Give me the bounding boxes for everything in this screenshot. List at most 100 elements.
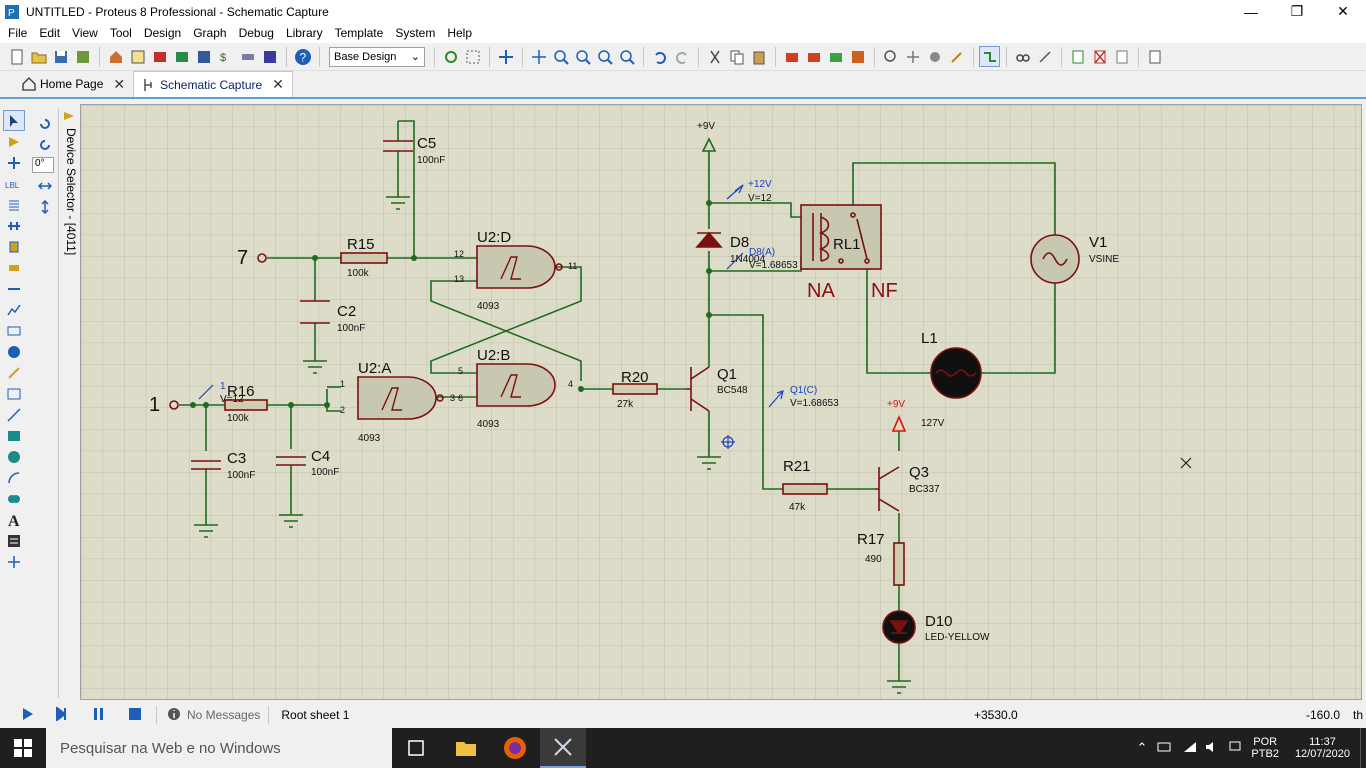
decompose-icon[interactable] xyxy=(946,46,967,67)
block-delete-icon[interactable] xyxy=(847,46,868,67)
tape-recorder-icon[interactable] xyxy=(3,320,25,341)
generator-icon[interactable] xyxy=(3,341,25,362)
menu-debug[interactable]: Debug xyxy=(238,26,274,40)
block-rotate-icon[interactable] xyxy=(825,46,846,67)
pcb-icon[interactable] xyxy=(149,46,170,67)
show-desktop-button[interactable] xyxy=(1360,728,1366,768)
close-button[interactable]: ✕ xyxy=(1337,3,1349,19)
subcircuit-icon[interactable] xyxy=(3,236,25,257)
wire-label-icon[interactable]: LBL xyxy=(3,173,25,194)
zoom-area-icon[interactable] xyxy=(616,46,637,67)
menu-file[interactable]: File xyxy=(8,26,28,40)
new-sheet-icon[interactable] xyxy=(1067,46,1088,67)
arc-tool-icon[interactable] xyxy=(3,467,25,488)
text-tool-icon[interactable]: A xyxy=(3,509,25,530)
remove-sheet-icon[interactable] xyxy=(1089,46,1110,67)
taskbar-search-box[interactable]: Pesquisar na Web e no Windows xyxy=(46,728,392,768)
origin-icon[interactable] xyxy=(495,46,516,67)
buses-icon[interactable] xyxy=(3,215,25,236)
voltage-probe-icon[interactable] xyxy=(3,362,25,383)
design-variant-select[interactable]: Base Design⌄ xyxy=(329,46,425,67)
close-icon[interactable]: ✕ xyxy=(272,76,284,92)
file-explorer-icon[interactable] xyxy=(455,738,477,761)
netlist-icon[interactable] xyxy=(1144,46,1165,67)
menu-tool[interactable]: Tool xyxy=(109,26,132,40)
menu-system[interactable]: System xyxy=(395,26,436,40)
package-tool-icon[interactable] xyxy=(924,46,945,67)
mirror-horizontal-icon[interactable] xyxy=(34,175,56,196)
undo-icon[interactable] xyxy=(649,46,670,67)
zoom-all-icon[interactable] xyxy=(594,46,615,67)
refresh-icon[interactable] xyxy=(440,46,461,67)
search-tag-icon[interactable] xyxy=(1012,46,1033,67)
menu-graph[interactable]: Graph xyxy=(193,26,227,40)
tab-schematic-capture[interactable]: Schematic Capture ✕ xyxy=(133,71,293,97)
menu-library[interactable]: Library xyxy=(285,26,323,40)
step-button[interactable] xyxy=(56,705,74,724)
schematic-canvas[interactable]: 7 1 C5 100nF R15 100k C2 100nF U2:D 4093… xyxy=(80,104,1362,700)
graph-mode-icon[interactable] xyxy=(3,299,25,320)
volume-icon[interactable] xyxy=(1205,741,1219,756)
pause-button[interactable] xyxy=(92,707,110,724)
pan-icon[interactable] xyxy=(528,46,549,67)
rotation-input[interactable]: 0° xyxy=(32,157,54,173)
3d-icon[interactable] xyxy=(171,46,192,67)
rotate-anticlockwise-icon[interactable] xyxy=(34,134,56,155)
close-icon[interactable]: ✕ xyxy=(113,75,126,92)
mirror-vertical-icon[interactable] xyxy=(34,196,56,217)
clock[interactable]: 11:37 12/07/2020 xyxy=(1295,736,1350,760)
menu-design[interactable]: Design xyxy=(143,26,182,40)
messages-status[interactable]: No Messages xyxy=(187,708,261,722)
firefox-icon[interactable] xyxy=(503,736,527,763)
junction-dot-icon[interactable] xyxy=(3,152,25,173)
device-selector-panel[interactable]: Device Selector - [4011] xyxy=(58,108,78,698)
terminals-icon[interactable] xyxy=(3,257,25,278)
play-button[interactable] xyxy=(20,707,38,724)
block-move-icon[interactable] xyxy=(803,46,824,67)
tab-home-page[interactable]: Home Page ✕ xyxy=(14,71,133,97)
design-explorer-icon[interactable] xyxy=(237,46,258,67)
text-script-icon[interactable] xyxy=(3,194,25,215)
copy-icon[interactable] xyxy=(726,46,747,67)
task-view-icon[interactable] xyxy=(405,740,427,759)
save-icon[interactable] xyxy=(50,46,71,67)
path-tool-icon[interactable] xyxy=(3,488,25,509)
menu-template[interactable]: Template xyxy=(334,26,384,40)
box-tool-icon[interactable] xyxy=(3,425,25,446)
battery-icon[interactable] xyxy=(1157,742,1173,755)
property-assign-icon[interactable] xyxy=(1034,46,1055,67)
help-icon[interactable]: ? xyxy=(292,46,313,67)
pin-panel-icon[interactable] xyxy=(62,110,76,122)
home-icon[interactable] xyxy=(105,46,126,67)
grid-icon[interactable] xyxy=(462,46,483,67)
pick-device-icon[interactable] xyxy=(880,46,901,67)
symbol-tool-icon[interactable] xyxy=(3,530,25,551)
wire-autorouter-icon[interactable] xyxy=(979,46,1000,67)
marker-tool-icon[interactable] xyxy=(3,551,25,572)
code-icon[interactable] xyxy=(259,46,280,67)
import-icon[interactable] xyxy=(72,46,93,67)
maximize-button[interactable]: ❐ xyxy=(1290,3,1304,19)
device-pins-icon[interactable] xyxy=(3,278,25,299)
windows-start-icon[interactable] xyxy=(14,739,32,760)
speech-bubble-icon[interactable] xyxy=(1229,741,1241,756)
proteus-taskbar-icon[interactable] xyxy=(540,728,586,768)
redo-icon[interactable] xyxy=(671,46,692,67)
menu-view[interactable]: View xyxy=(72,26,98,40)
language-indicator[interactable]: POR PTB2 xyxy=(1251,736,1279,760)
menu-edit[interactable]: Edit xyxy=(39,26,61,40)
component-mode-icon[interactable] xyxy=(3,131,25,152)
zoom-in-icon[interactable] xyxy=(550,46,571,67)
bom-icon[interactable]: $ xyxy=(215,46,236,67)
exit-parent-icon[interactable] xyxy=(1111,46,1132,67)
selection-mode-icon[interactable] xyxy=(3,110,25,131)
cut-icon[interactable] xyxy=(704,46,725,67)
menu-help[interactable]: Help xyxy=(447,26,473,40)
line-tool-icon[interactable] xyxy=(3,404,25,425)
zoom-out-icon[interactable] xyxy=(572,46,593,67)
circle-tool-icon[interactable] xyxy=(3,446,25,467)
make-device-icon[interactable] xyxy=(902,46,923,67)
network-icon[interactable] xyxy=(1183,741,1197,756)
new-file-icon[interactable] xyxy=(6,46,27,67)
block-copy-icon[interactable] xyxy=(781,46,802,67)
